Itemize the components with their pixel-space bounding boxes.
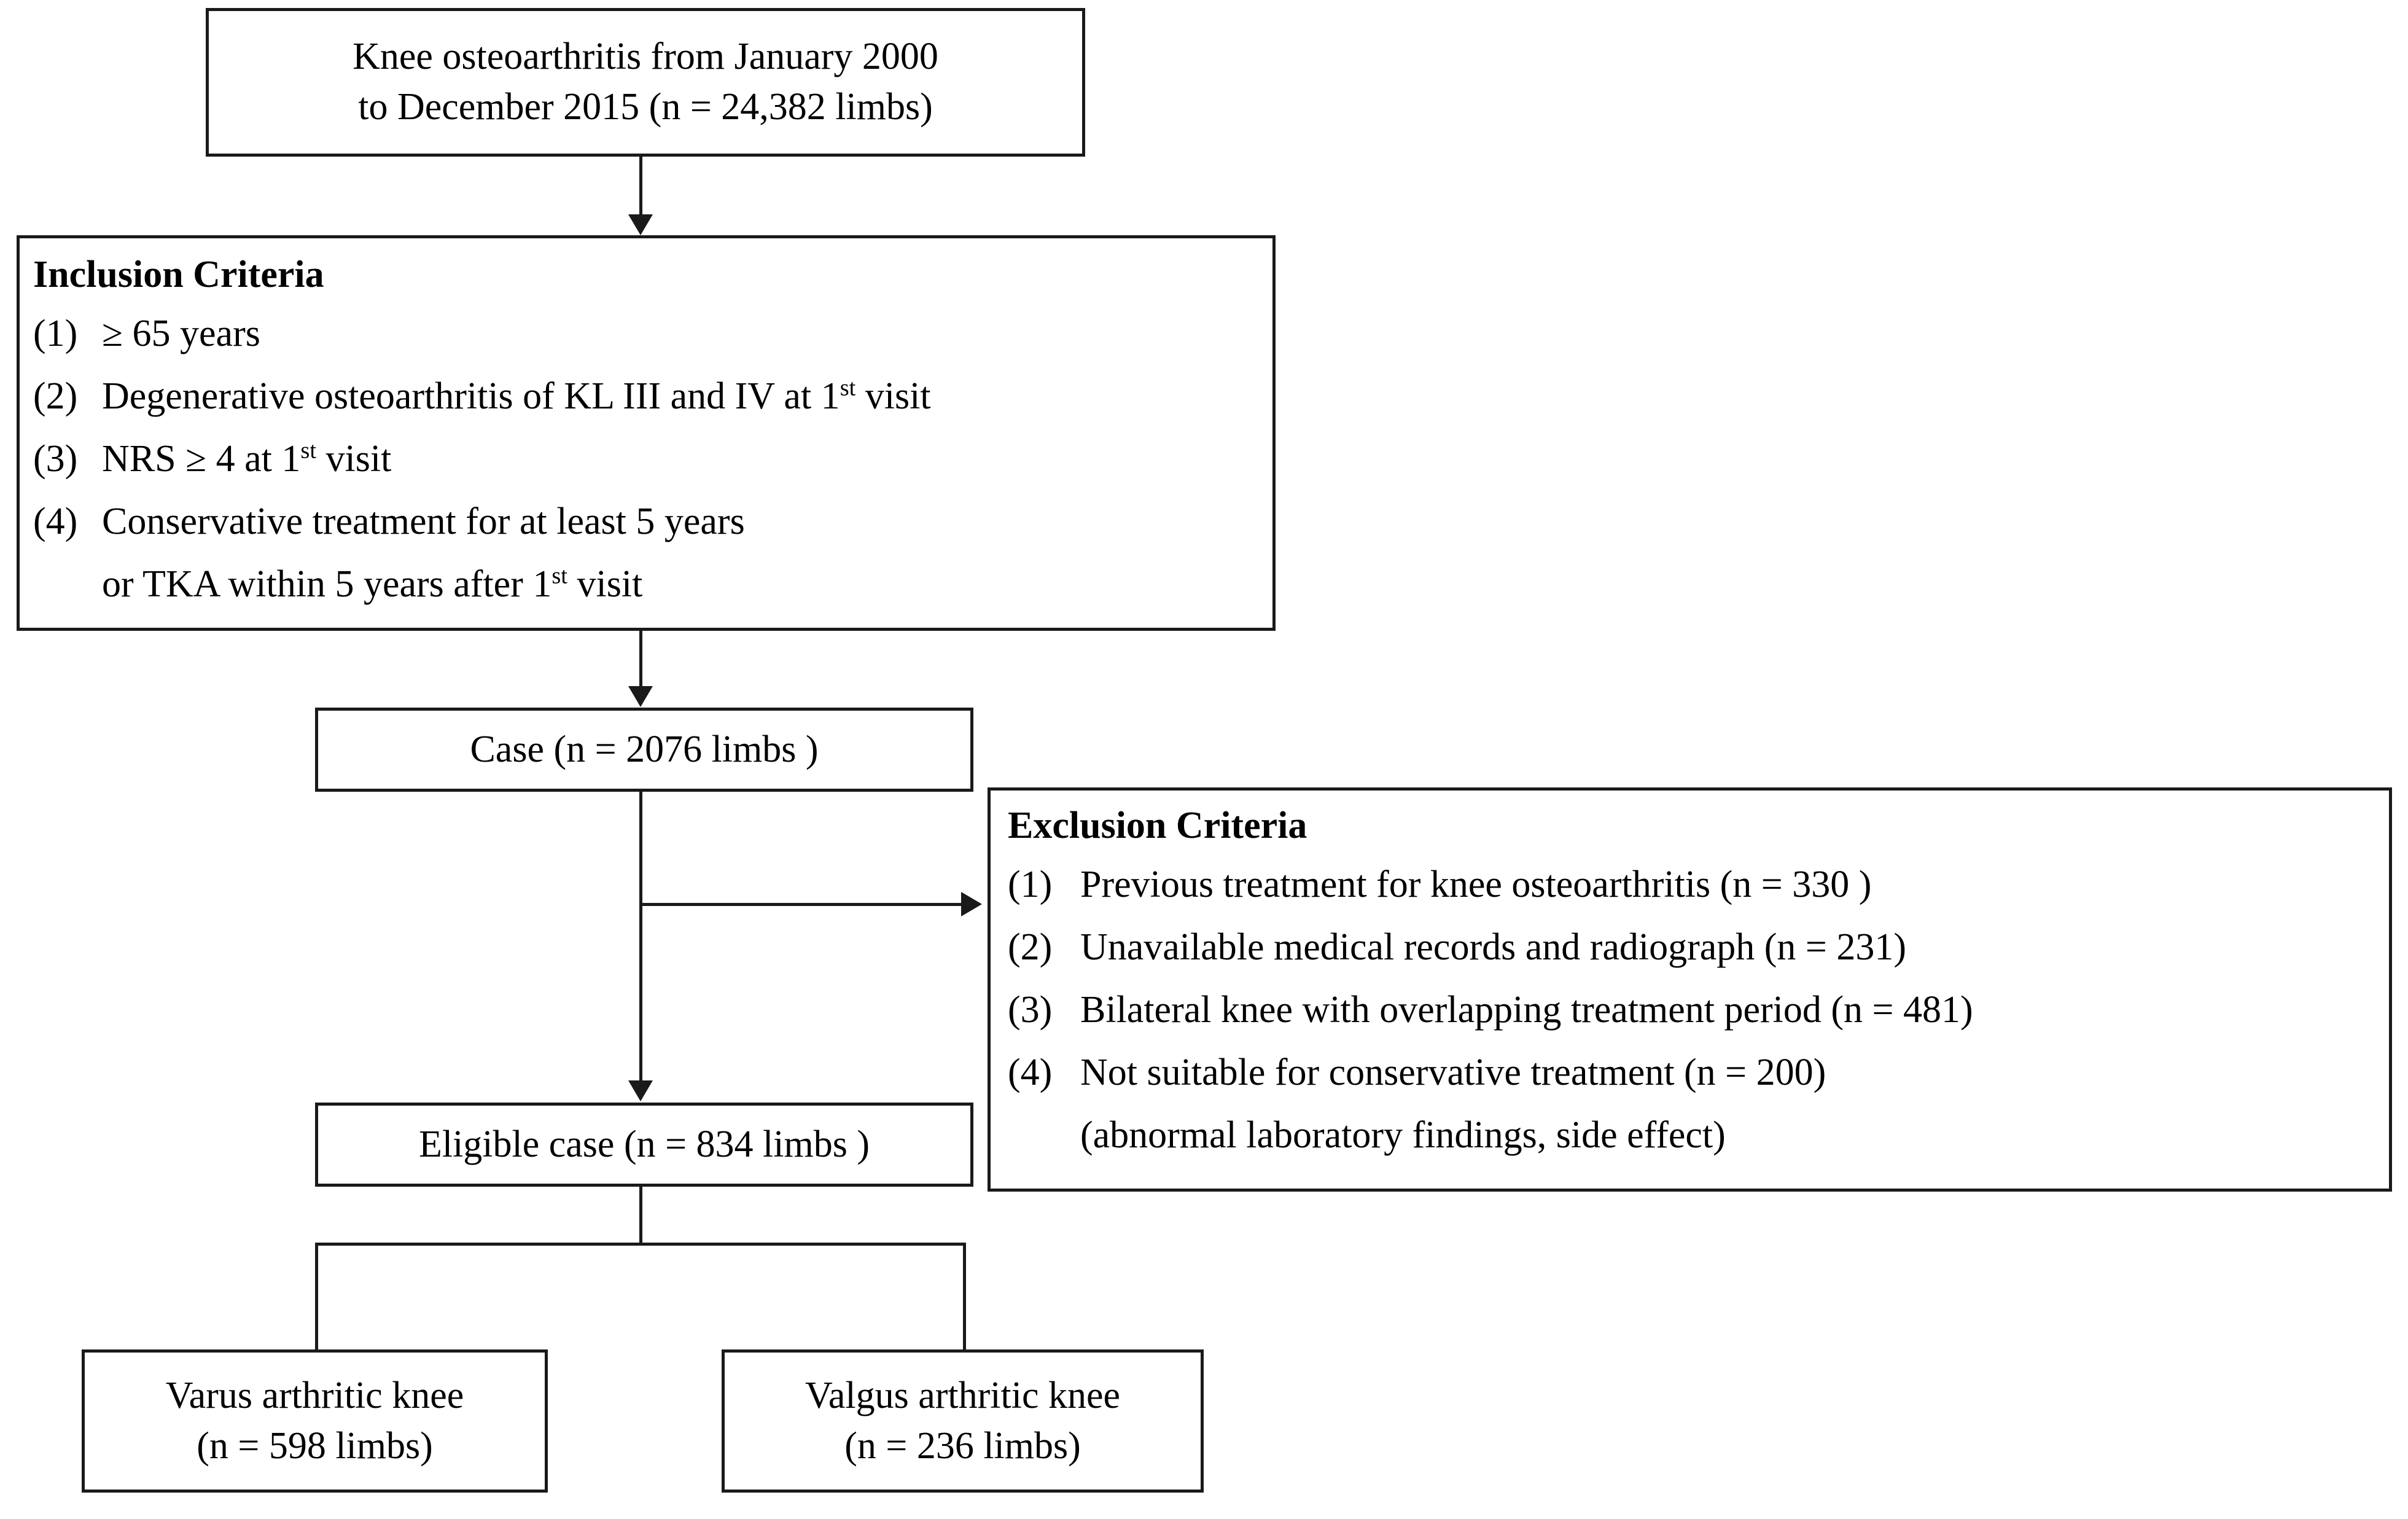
arrowhead-inclusion-to-case bbox=[628, 686, 653, 707]
node-case: Case (n = 2076 limbs ) bbox=[315, 708, 973, 792]
inclusion-item-1-number: (1) bbox=[33, 313, 78, 354]
source-line-1: Knee osteoarthritis from January 2000 bbox=[353, 36, 938, 78]
exclusion-item-2-text: Unavailable medical records and radiogra… bbox=[1080, 926, 1907, 968]
inclusion-item-3: (3) NRS ≥ 4 at 1st visit bbox=[33, 437, 391, 481]
exclusion-item-2: (2) Unavailable medical records and radi… bbox=[1008, 926, 1906, 969]
inclusion-item-4-text: Conservative treatment for at least 5 ye… bbox=[102, 500, 745, 544]
inclusion-item-3-text: NRS ≥ 4 at 1st visit bbox=[102, 437, 391, 481]
inclusion-item-1-pre: ≥ 65 years bbox=[102, 313, 260, 354]
connector-case-to-eligible bbox=[639, 792, 642, 1082]
varus-line-2: (n = 598 limbs) bbox=[197, 1424, 433, 1467]
inclusion-item-3-number: (3) bbox=[33, 438, 78, 480]
source-line-2: to December 2015 (n = 24,382 limbs) bbox=[358, 86, 933, 128]
inclusion-item-4-pre: Conservative treatment for at least 5 ye… bbox=[102, 501, 745, 542]
connector-case-to-exclusion bbox=[639, 903, 962, 906]
exclusion-item-2-number: (2) bbox=[1008, 926, 1053, 968]
arrowhead-case-to-exclusion bbox=[961, 892, 982, 916]
inclusion-item-4-continuation: or TKA within 5 years after 1st visit bbox=[102, 563, 642, 606]
exclusion-item-3-number: (3) bbox=[1008, 989, 1053, 1031]
inclusion-item-4-cont-pre: or TKA within 5 years after 1 bbox=[102, 563, 552, 605]
exclusion-item-4: (4) Not suitable for conservative treatm… bbox=[1008, 1051, 1826, 1095]
node-eligible-case: Eligible case (n = 834 limbs ) bbox=[315, 1103, 973, 1187]
connector-inclusion-to-case bbox=[639, 631, 642, 687]
exclusion-item-1: (1) Previous treatment for knee osteoart… bbox=[1008, 863, 1871, 907]
exclusion-item-3: (3) Bilateral knee with overlapping trea… bbox=[1008, 988, 1973, 1032]
inclusion-item-4-number: (4) bbox=[33, 501, 78, 542]
node-varus-arthritic-knee: Varus arthritic knee (n = 598 limbs) bbox=[82, 1349, 548, 1493]
exclusion-item-1-number: (1) bbox=[1008, 864, 1053, 905]
eligible-case-label: Eligible case (n = 834 limbs ) bbox=[418, 1123, 870, 1165]
varus-line-1: Varus arthritic knee bbox=[165, 1374, 464, 1416]
valgus-line-1: Valgus arthritic knee bbox=[805, 1374, 1121, 1416]
inclusion-item-2-number: (2) bbox=[33, 375, 78, 417]
exclusion-item-4-text: Not suitable for conservative treatment … bbox=[1080, 1052, 1826, 1093]
connector-split-to-varus bbox=[315, 1243, 318, 1351]
inclusion-item-4: (4) Conservative treatment for at least … bbox=[33, 500, 745, 544]
arrowhead-source-to-inclusion bbox=[628, 214, 653, 235]
valgus-line-2: (n = 236 limbs) bbox=[844, 1424, 1081, 1467]
connector-source-to-inclusion bbox=[639, 157, 642, 216]
case-label: Case (n = 2076 limbs ) bbox=[470, 728, 819, 770]
inclusion-item-2: (2) Degenerative osteoarthritis of KL II… bbox=[33, 375, 931, 418]
inclusion-criteria-title: Inclusion Criteria bbox=[33, 254, 324, 295]
inclusion-item-3-sup: st bbox=[300, 437, 317, 464]
inclusion-item-3-post: visit bbox=[316, 438, 392, 480]
exclusion-item-4-continuation: (abnormal laboratory findings, side effe… bbox=[1080, 1114, 1726, 1156]
connector-eligible-to-split bbox=[639, 1187, 642, 1246]
exclusion-item-3-text: Bilateral knee with overlapping treatmen… bbox=[1080, 989, 1973, 1031]
node-source-population: Knee osteoarthritis from January 2000 to… bbox=[206, 8, 1085, 157]
connector-split-to-valgus bbox=[963, 1243, 966, 1351]
node-inclusion-criteria: Inclusion Criteria (1) ≥ 65 years (2) De… bbox=[17, 235, 1276, 631]
exclusion-item-1-text: Previous treatment for knee osteoarthrit… bbox=[1080, 864, 1872, 905]
connector-split-bar bbox=[315, 1243, 966, 1246]
inclusion-item-1-text: ≥ 65 years bbox=[102, 312, 260, 356]
inclusion-item-3-pre: NRS ≥ 4 at 1 bbox=[102, 438, 301, 480]
inclusion-item-4-cont-sup: st bbox=[551, 563, 567, 589]
arrowhead-case-to-eligible bbox=[628, 1080, 653, 1101]
inclusion-item-2-text: Degenerative osteoarthritis of KL III an… bbox=[102, 375, 931, 418]
exclusion-item-4-number: (4) bbox=[1008, 1052, 1053, 1093]
node-exclusion-criteria: Exclusion Criteria (1) Previous treatmen… bbox=[988, 787, 2392, 1192]
inclusion-item-1: (1) ≥ 65 years bbox=[33, 312, 260, 356]
exclusion-criteria-title: Exclusion Criteria bbox=[1008, 805, 1307, 846]
inclusion-item-2-post: visit bbox=[855, 375, 931, 417]
inclusion-item-2-pre: Degenerative osteoarthritis of KL III an… bbox=[102, 375, 840, 417]
inclusion-item-2-sup: st bbox=[840, 375, 856, 401]
node-valgus-arthritic-knee: Valgus arthritic knee (n = 236 limbs) bbox=[722, 1349, 1204, 1493]
inclusion-item-4-cont-post: visit bbox=[567, 563, 643, 605]
